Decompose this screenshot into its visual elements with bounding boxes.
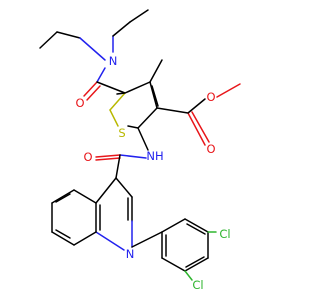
bond-37 [73,189,97,204]
bond-29 [115,177,133,198]
bond-41 [51,231,75,246]
bond-23 [216,83,241,98]
bond-27 [95,157,121,161]
atom-n-amide-top: N [109,54,118,68]
bond-46 [184,218,209,233]
bond-43 [73,231,97,246]
bond-36 [95,177,117,204]
atom-o-ester-ether: O [206,90,215,104]
bond-15 [109,109,119,127]
atom-nh-amide: NH [146,149,163,163]
bond-38 [51,189,75,204]
atom-cl-bottom: Cl [192,278,203,292]
bond-26 [95,154,121,158]
bond-5 [129,9,149,23]
atom-o-amide-mid: O [83,150,92,164]
bond-44 [131,231,163,248]
bond-49 [184,257,209,272]
bond-12 [151,85,159,107]
bond-4 [112,21,131,37]
bond-28 [115,154,121,179]
bond-24 [137,127,149,151]
atom-cl-top: Cl [219,227,230,241]
bond-14 [127,125,139,129]
bond-7 [83,81,98,97]
bond-39 [55,193,71,203]
bond-47 [186,223,206,235]
bond-13 [137,107,158,129]
bond-1 [56,31,81,39]
bond-25 [119,154,147,159]
bond-22 [187,98,206,114]
bond-51 [161,257,186,272]
atom-labels: O N S O O NH O N Cl Cl [75,54,230,292]
bond-20 [187,112,206,146]
bonds [39,9,241,281]
bond-0 [39,31,58,49]
bond-17 [116,92,126,95]
bond-45 [161,218,186,233]
bond-9 [96,81,126,94]
bond-50 [185,256,205,268]
atom-n-quinoline: N [126,247,135,261]
bond-10 [124,81,151,94]
bond-8 [86,85,101,101]
bond-33 [95,231,125,251]
bond-21 [191,111,210,143]
bond-16 [109,92,126,111]
bond-19 [156,107,189,114]
bond-2 [79,37,106,61]
bond-55 [184,270,193,281]
atom-o-amide-top: O [75,96,84,110]
bond-11 [149,81,158,109]
bond-18 [149,59,163,83]
molecule-structure: O N S O O NH O N Cl Cl [39,9,241,292]
bond-42 [55,229,71,239]
bond-6 [96,67,106,83]
atom-o-ester-carbonyl: O [206,142,215,156]
atom-s-ring: S [118,126,125,140]
